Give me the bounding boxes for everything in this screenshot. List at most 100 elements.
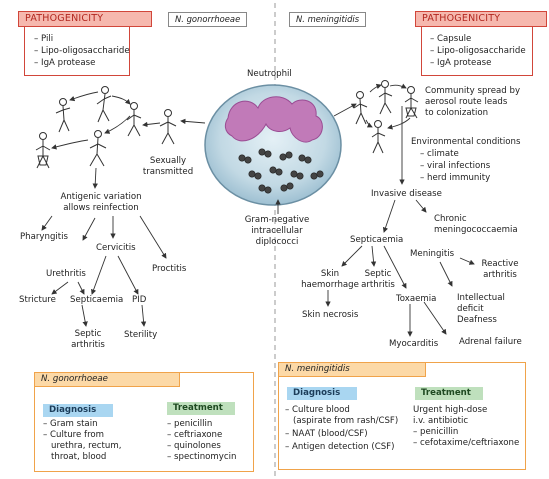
right-pathogenicity-title: PATHOGENICITY <box>415 11 547 27</box>
left-septic-arthritis-1: Septic <box>74 329 102 339</box>
stick-figure-icon <box>35 132 51 169</box>
skin-necrosis: Skin necrosis <box>302 310 359 320</box>
left-diagnosis-line-3: urethra, rectum, <box>51 441 122 451</box>
community-1: Community spread by <box>425 86 521 96</box>
cervicitis: Cervicitis <box>96 243 136 253</box>
gram-negative-label-3: diplococci <box>255 237 299 247</box>
diplococcus-icon <box>238 154 252 164</box>
right-diagnosis-line-2: (aspirate from rash/CSF) <box>293 416 399 426</box>
right-panel-title: N. meningitidis <box>279 363 426 377</box>
left-treatment-line-3: – quinolones <box>167 441 221 451</box>
right-septicaemia: Septicaemia <box>350 235 404 245</box>
diplococcus-icon <box>258 148 272 158</box>
right-treatment-title: Treatment <box>415 387 483 400</box>
left-patho-item-2: – Lipo-oligosaccharide <box>34 46 130 56</box>
right-treatment-line-4: – cefotaxime/ceftriaxone <box>413 438 520 448</box>
right-patho-item-2: – Lipo-oligosaccharide <box>430 46 526 56</box>
environmental-4: – herd immunity <box>420 173 491 183</box>
left-diagnosis-line-1: – Gram stain <box>43 419 98 429</box>
right-arrows <box>325 83 475 337</box>
left-patho-item-3: – IgA protease <box>34 58 96 68</box>
right-diagnosis-line-3: – NAAT (blood/CSF) <box>285 429 368 439</box>
left-pathogenicity-title: PATHOGENICITY <box>18 11 152 27</box>
right-panel: N. meningitidis Diagnosis – Culture bloo… <box>278 362 526 470</box>
diplococcus-icon <box>280 182 294 192</box>
left-treatment-line-1: – penicillin <box>167 419 213 429</box>
stick-figure-icon <box>126 102 142 137</box>
diplococcus-icon <box>310 170 324 180</box>
right-patho-item-1: – Capsule <box>430 34 472 44</box>
stick-figure-icon <box>55 98 71 133</box>
left-septicaemia: Septicaemia <box>70 295 124 305</box>
toxaemia: Toxaemia <box>396 294 437 304</box>
diplococcus-icon <box>248 170 262 180</box>
stricture: Stricture <box>19 295 56 305</box>
urethritis: Urethritis <box>46 269 86 279</box>
community-3: to colonization <box>425 108 489 118</box>
chronic-1: Chronic <box>434 214 467 224</box>
environmental-1: Environmental conditions <box>411 137 521 147</box>
left-organism-title: N. gonorrhoeae <box>168 12 248 27</box>
stick-figure-icon <box>353 91 368 125</box>
chronic-2: meningococcaemia <box>434 225 518 235</box>
stick-figure-icon <box>404 86 419 119</box>
stick-figure-icon <box>371 120 386 154</box>
environmental-3: – viral infections <box>420 161 491 171</box>
diplococcus-icon <box>258 184 272 194</box>
left-treatment-line-4: – spectinomycin <box>167 452 237 462</box>
diplococcus-icon <box>269 166 283 176</box>
stick-figure-icon <box>89 130 107 167</box>
reactive-arthritis-2: arthritis <box>483 270 517 280</box>
left-treatment-title: Treatment <box>167 402 235 415</box>
left-arrows <box>41 91 206 327</box>
right-diagnosis-line-4: – Antigen detection (CSF) <box>285 442 395 452</box>
pharyngitis: Pharyngitis <box>20 232 69 242</box>
right-diagnosis-title: Diagnosis <box>287 387 357 400</box>
adrenal-failure: Adrenal failure <box>459 337 522 347</box>
community-2: aerosol route leads <box>425 97 508 107</box>
myocarditis: Myocarditis <box>389 339 439 349</box>
reactive-arthritis-1: Reactive <box>481 259 519 269</box>
right-diagnosis-line-1: – Culture blood <box>285 405 350 415</box>
environmental-2: – climate <box>420 149 459 159</box>
antigenic-variation-1: Antigenic variation <box>60 192 142 202</box>
intellectual-1: Intellectual <box>457 293 505 303</box>
skin-haemorrhage-2: haemorrhage <box>301 280 359 290</box>
left-panel: N. gonorrhoeae Diagnosis – Gram stain – … <box>34 372 254 472</box>
left-diagnosis-line-2: – Culture from <box>43 430 105 440</box>
left-septic-arthritis-2: arthritis <box>71 340 105 350</box>
gram-negative-label-2: intracellular <box>251 226 303 236</box>
stick-figures-left <box>35 86 177 169</box>
gram-negative-label-1: Gram-negative <box>244 215 310 225</box>
sterility: Sterility <box>124 330 158 340</box>
right-pathogenicity-box <box>421 22 533 76</box>
left-treatment-line-2: – ceftriaxone <box>167 430 223 440</box>
neutrophil-icon <box>204 84 342 206</box>
right-treatment-line-1: Urgent high-dose <box>413 405 488 415</box>
antigenic-variation-2: allows reinfection <box>63 203 139 213</box>
invasive-disease: Invasive disease <box>371 189 442 199</box>
intellectual-3: Deafness <box>457 315 497 325</box>
left-patho-item-1: – Pili <box>34 34 54 44</box>
stick-figure-icon <box>96 86 112 123</box>
stick-figure-icon <box>159 109 177 145</box>
diplococcus-icon <box>279 151 293 161</box>
intellectual-2: deficit <box>457 304 484 314</box>
meningitis: Meningitis <box>410 249 455 259</box>
right-treatment-line-3: – penicillin <box>413 427 459 437</box>
right-patho-item-3: – IgA protease <box>430 58 492 68</box>
right-septic-arthritis-1: Septic <box>364 269 392 279</box>
stick-figures-right <box>353 80 419 154</box>
proctitis: Proctitis <box>152 264 187 274</box>
diplococcus-icon <box>290 170 304 180</box>
sexually-transmitted-2: transmitted <box>142 167 194 177</box>
neutrophil-label: Neutrophil <box>247 69 292 79</box>
right-organism-title: N. meningitidis <box>289 12 367 27</box>
sexually-transmitted-1: Sexually <box>149 156 187 166</box>
right-treatment-line-2: i.v. antibiotic <box>413 416 469 426</box>
left-diagnosis-line-4: throat, blood <box>51 452 107 462</box>
skin-haemorrhage-1: Skin <box>320 269 340 279</box>
diplococcus-icon <box>298 154 312 164</box>
left-panel-title: N. gonorrhoeae <box>35 373 180 387</box>
